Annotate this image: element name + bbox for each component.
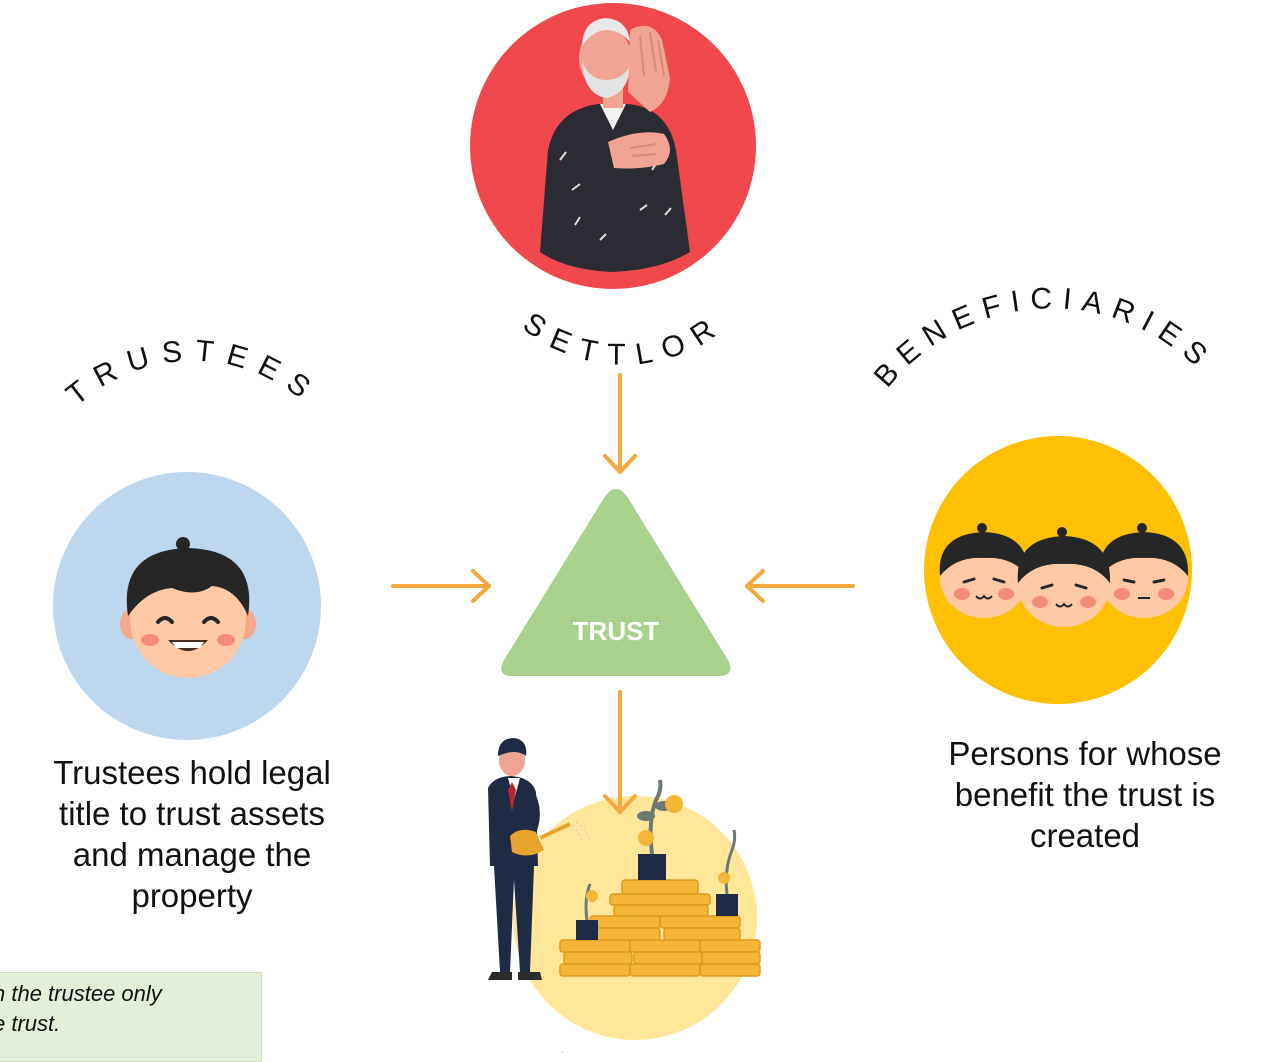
beneficiaries-description-line: Persons for whose <box>948 735 1222 772</box>
beneficiaries-description-line: benefit the trust is <box>954 776 1216 813</box>
trustees-label: TRUSTEES <box>60 334 325 412</box>
trustees-description-line: and manage the <box>72 836 312 873</box>
trustees-description-line: title to trust assets <box>59 795 325 832</box>
trustees-description: Trustees hold legal title to trust asset… <box>22 752 362 916</box>
arrow-trust-to-assets <box>603 690 637 814</box>
settlor-label: SETTLOR <box>517 307 731 372</box>
beneficiaries-illustration <box>939 523 1189 627</box>
note-line: h the trustee only <box>0 981 162 1006</box>
beneficiaries-label: BENEFICIARIES <box>868 282 1221 393</box>
trustees-description-line: property <box>131 877 253 914</box>
trustees-node: TRUSTEES <box>53 334 325 740</box>
settlor-illustration <box>540 18 690 272</box>
beneficiaries-node: BENEFICIARIES <box>868 282 1221 704</box>
note-line: e trust. <box>0 1011 61 1036</box>
trustees-description-line: Trustees hold legal <box>53 754 331 791</box>
trust-triangle <box>501 489 731 676</box>
beneficiaries-description-line: created <box>1029 817 1141 854</box>
note-box: h the trustee only e trust. <box>0 972 262 1062</box>
assets-node: ASSETS <box>488 738 761 1053</box>
beneficiaries-description: Persons for whose benefit the trust is c… <box>915 733 1255 856</box>
arrow-beneficiaries-to-trust <box>745 569 855 603</box>
trust-label: TRUST <box>573 616 660 646</box>
arrow-trustees-to-trust <box>391 569 491 603</box>
assets-illustration <box>488 738 761 980</box>
trustees-illustration <box>120 537 256 678</box>
arrow-settlor-to-trust <box>603 373 637 474</box>
settlor-node: SETTLOR <box>470 3 756 372</box>
trust-node: TRUST <box>501 489 731 676</box>
assets-label: ASSETS <box>541 1044 727 1053</box>
